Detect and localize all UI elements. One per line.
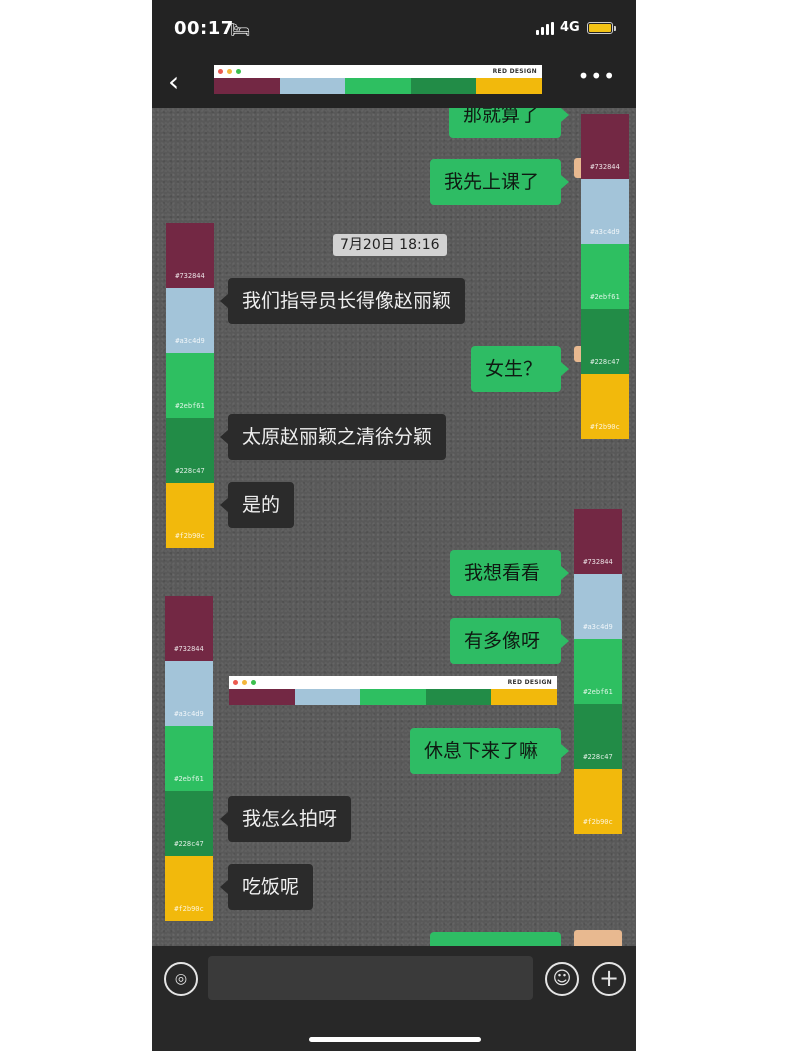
banner-swatch — [294, 689, 361, 705]
bed-icon: 🛏 — [230, 20, 251, 39]
chat-bubble[interactable]: 太原赵丽颖之清徐分颖 — [219, 414, 447, 460]
battery-icon — [587, 22, 616, 34]
palette-swatch: #f2b90c — [166, 483, 214, 548]
banner-swatch — [425, 689, 492, 705]
palette-swatch: #732844 — [581, 114, 629, 179]
chat-bubble[interactable]: 是的 — [219, 482, 295, 528]
swatch-label: #228c47 — [175, 467, 205, 475]
swatch-label: #228c47 — [583, 753, 613, 761]
color-palette: #732844 #a3c4d9 #2ebf61 #228c47 #f2b90c — [574, 509, 622, 834]
banner-brand: RED DESIGN — [507, 679, 552, 686]
banner-swatches — [214, 78, 542, 94]
chat-bubble[interactable]: 吃饭呢 — [219, 864, 314, 910]
chat-area[interactable]: 那就算了 我先上课了 7月20日 18:16 我们指导员长得像赵丽颖 女生？ 太… — [152, 108, 636, 946]
chevron-left-icon[interactable]: ‹ — [168, 65, 180, 98]
input-bar: ◎ ☺ + — [152, 946, 636, 1051]
palette-swatch: #228c47 — [166, 418, 214, 483]
banner-brand: RED DESIGN — [492, 68, 537, 75]
voice-icon[interactable]: ◎ — [164, 962, 198, 996]
palette-swatch: #732844 — [166, 223, 214, 288]
swatch-label: #f2b90c — [174, 905, 204, 913]
swatch-label: #a3c4d9 — [175, 337, 205, 345]
chat-palette-banner: RED DESIGN — [229, 676, 557, 705]
swatch-label: #2ebf61 — [590, 293, 620, 301]
chat-bubble-partial[interactable] — [430, 932, 561, 946]
home-indicator[interactable] — [309, 1037, 481, 1042]
swatch-label: #2ebf61 — [175, 402, 205, 410]
banner-swatch — [410, 78, 477, 94]
chat-bubble[interactable]: 我先上课了 — [430, 159, 569, 205]
swatch-label: #732844 — [590, 163, 620, 171]
color-palette: #732844 #a3c4d9 #2ebf61 #228c47 #f2b90c — [165, 596, 213, 921]
swatch-label: #a3c4d9 — [174, 710, 204, 718]
chat-bubble[interactable]: 有多像呀 — [450, 618, 569, 664]
banner-swatch — [476, 78, 542, 94]
swatch-label: #732844 — [583, 558, 613, 566]
nav-bar: ‹ RED DESIGN ••• — [152, 58, 636, 108]
phone-screen: 00:17 🛏 4G ‹ RED DESIGN ••• 那就算了 我先上课了 — [152, 0, 636, 1051]
color-palette: #732844 #a3c4d9 #2ebf61 #228c47 #f2b90c — [581, 114, 629, 439]
swatch-label: #228c47 — [590, 358, 620, 366]
banner-swatch — [491, 689, 557, 705]
palette-swatch: #a3c4d9 — [581, 179, 629, 244]
palette-swatch: #f2b90c — [574, 769, 622, 834]
chat-timestamp: 7月20日 18:16 — [333, 234, 447, 256]
palette-swatch: #228c47 — [574, 704, 622, 769]
swatch-label: #f2b90c — [590, 423, 620, 431]
palette-swatch: #732844 — [165, 596, 213, 661]
swatch-label: #f2b90c — [175, 532, 205, 540]
banner-swatch — [279, 78, 346, 94]
banner-swatch — [360, 689, 426, 705]
chat-bubble[interactable]: 休息下来了嘛 — [410, 728, 569, 774]
palette-swatch: #2ebf61 — [574, 639, 622, 704]
swatch-label: #a3c4d9 — [583, 623, 613, 631]
banner-swatch — [345, 78, 411, 94]
emoji-icon[interactable]: ☺ — [545, 962, 579, 996]
signal-icon — [536, 22, 554, 35]
network-label: 4G — [560, 20, 580, 35]
palette-swatch: #f2b90c — [165, 856, 213, 921]
chat-bubble[interactable]: 那就算了 — [449, 108, 569, 138]
avatar-edge — [574, 930, 622, 946]
message-input[interactable] — [208, 956, 533, 1000]
more-icon[interactable]: ••• — [577, 64, 616, 88]
nav-palette-banner: RED DESIGN — [214, 65, 542, 94]
plus-icon[interactable]: + — [592, 962, 626, 996]
swatch-label: #2ebf61 — [174, 775, 204, 783]
swatch-label: #a3c4d9 — [590, 228, 620, 236]
chat-bubble[interactable]: 女生？ — [471, 346, 569, 392]
banner-swatch — [214, 78, 280, 94]
status-bar: 00:17 🛏 4G — [152, 0, 636, 58]
palette-swatch: #228c47 — [165, 791, 213, 856]
chat-bubble[interactable]: 我想看看 — [450, 550, 569, 596]
banner-swatch — [229, 689, 295, 705]
status-time: 00:17 — [174, 18, 234, 39]
palette-swatch: #2ebf61 — [581, 244, 629, 309]
palette-swatch: #2ebf61 — [165, 726, 213, 791]
chat-bubble[interactable]: 我们指导员长得像赵丽颖 — [219, 278, 466, 324]
color-palette: #732844 #a3c4d9 #2ebf61 #228c47 #f2b90c — [166, 223, 214, 548]
chat-bubble[interactable]: 我怎么拍呀 — [219, 796, 352, 842]
palette-swatch: #732844 — [574, 509, 622, 574]
palette-swatch: #228c47 — [581, 309, 629, 374]
swatch-label: #732844 — [175, 272, 205, 280]
palette-swatch: #2ebf61 — [166, 353, 214, 418]
palette-swatch: #a3c4d9 — [166, 288, 214, 353]
palette-swatch: #f2b90c — [581, 374, 629, 439]
palette-swatch: #a3c4d9 — [574, 574, 622, 639]
swatch-label: #2ebf61 — [583, 688, 613, 696]
swatch-label: #732844 — [174, 645, 204, 653]
swatch-label: #228c47 — [174, 840, 204, 848]
swatch-label: #f2b90c — [583, 818, 613, 826]
banner-swatches — [229, 689, 557, 705]
palette-swatch: #a3c4d9 — [165, 661, 213, 726]
